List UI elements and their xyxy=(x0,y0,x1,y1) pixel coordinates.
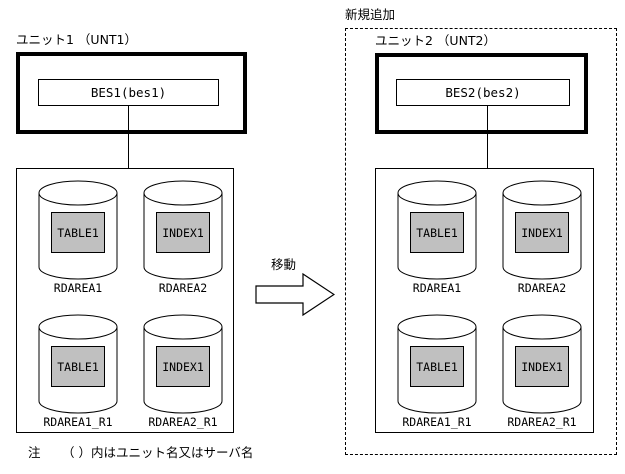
rdarea-content-chip: TABLE1 xyxy=(410,346,464,387)
rdarea-name-label: RDAREA2 xyxy=(517,281,567,295)
rdarea-name-label: RDAREA1_R1 xyxy=(43,415,113,429)
rdarea-content-chip: TABLE1 xyxy=(51,212,105,253)
unit2-connector-line xyxy=(487,105,488,168)
rdarea-cylinder: TABLE1 RDAREA1_R1 xyxy=(397,314,477,429)
rdarea-cylinder: INDEX1 RDAREA2 xyxy=(143,180,223,295)
bes1-server-box: BES1(bes1) xyxy=(38,79,219,106)
new-addition-region xyxy=(345,28,617,455)
rdarea-name-label: RDAREA1_R1 xyxy=(402,415,472,429)
rdarea-content-chip: INDEX1 xyxy=(515,346,569,387)
rdarea-cylinder: INDEX1 RDAREA2_R1 xyxy=(143,314,223,429)
rdarea-content-chip: TABLE1 xyxy=(410,212,464,253)
rdarea-name-label: RDAREA1 xyxy=(53,281,103,295)
rdarea-name-label: RDAREA2_R1 xyxy=(148,415,218,429)
footnote-text: （ ）内はユニット名又はサーバ名 xyxy=(62,445,254,460)
move-arrow-icon xyxy=(255,272,336,317)
rdarea-cylinder: INDEX1 RDAREA2_R1 xyxy=(502,314,582,429)
unit1-label: ユニット1 （UNT1） xyxy=(16,32,138,47)
unit1-connector-line xyxy=(128,105,129,168)
bes2-server-box: BES2(bes2) xyxy=(396,79,570,106)
rdarea-name-label: RDAREA2_R1 xyxy=(507,415,577,429)
rdarea-name-label: RDAREA1 xyxy=(412,281,462,295)
rdarea-cylinder: INDEX1 RDAREA2 xyxy=(502,180,582,295)
rdarea-content-chip: INDEX1 xyxy=(515,212,569,253)
rdarea-content-chip: TABLE1 xyxy=(51,346,105,387)
rdarea-cylinder: TABLE1 RDAREA1 xyxy=(397,180,477,295)
rdarea-cylinder: TABLE1 RDAREA1 xyxy=(38,180,118,295)
rdarea-content-chip: INDEX1 xyxy=(156,346,210,387)
rdarea-name-label: RDAREA2 xyxy=(158,281,208,295)
rdarea-content-chip: INDEX1 xyxy=(156,212,210,253)
unit2-label: ユニット2 （UNT2） xyxy=(375,33,497,48)
new-addition-label: 新規追加 xyxy=(345,7,396,22)
move-label: 移動 xyxy=(271,257,297,272)
footnote-marker: 注 xyxy=(28,445,41,460)
rdarea-cylinder: TABLE1 RDAREA1_R1 xyxy=(38,314,118,429)
